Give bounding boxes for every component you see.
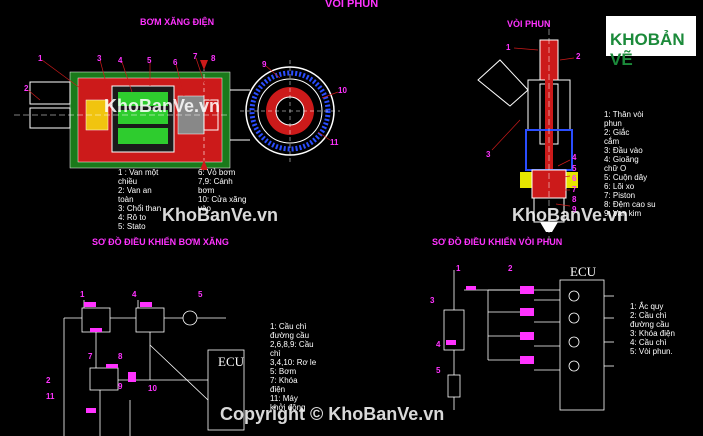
watermark-1: KhoBanVe.vn [104,96,221,116]
pump-legend-left: 1 : Van một chiều 2: Van an toàn 3: Chổi… [118,168,162,231]
watermark-3: KhoBanVe.vn [512,205,629,225]
injector-circuit-wiring [443,270,614,411]
impeller-leader-lines [265,65,339,141]
pump-circuit-legend: 1: Cầu chì đường cầu 2,6,8,9: Cầu chì 3,… [270,322,317,412]
callout-impeller-9: 9 [262,60,267,69]
callout-pump-circuit-9: 9 [118,382,123,391]
khobanve-logo: KHOBẢN VẼ [606,16,696,69]
callout-pump-circuit-8: 8 [118,352,123,361]
callout-pump-6: 6 [173,58,178,67]
callout-injector-circuit-3: 3 [430,296,435,305]
injector-circuit-parts [446,286,534,364]
injector-ecu-label: ECU [570,264,596,279]
pump-assembly-title: BƠM XĂNG ĐIỆN [140,17,215,27]
callout-pump-circuit-10: 10 [148,384,157,393]
callout-injector-6: 6 [572,174,577,183]
pump-circuit-fuses [84,302,152,413]
pump-circuit-wiring [63,300,245,436]
pump-ecu-label: ECU [218,354,244,369]
callout-injector-8: 8 [572,195,577,204]
injector-circuit-title: SƠ ĐỒ ĐIỀU KHIỂN VÒI PHUN [432,237,563,247]
callout-pump-circuit-2: 2 [46,376,51,385]
callout-injector-2: 2 [576,52,581,61]
pump-impeller-section [240,60,340,162]
callout-pump-2: 2 [24,84,29,93]
callout-pump-circuit-4: 4 [132,290,137,299]
callout-pump-circuit-1: 1 [80,290,85,299]
injector-circuit-legend: 1: Ắc quy 2: Cầu chì đường cầu 3: Khóa đ… [630,302,675,356]
injector-title: VÒI PHUN [507,19,551,29]
callout-injector-circuit-2: 2 [508,264,513,273]
callout-injector-1: 1 [506,43,511,52]
callout-pump-5: 5 [147,56,152,65]
callout-pump-4: 4 [118,56,123,65]
callout-injector-circuit-1: 1 [456,264,461,273]
watermark-2: KhoBanVe.vn [162,205,279,225]
callout-pump-circuit-7: 7 [88,352,93,361]
logo-part1: KHO [610,30,648,49]
callout-pump-circuit-5: 5 [198,290,203,299]
injector-legend: 1: Thân vòi phun 2: Giắc cắm 3: Đầu vào … [604,110,656,218]
callout-injector-3: 3 [486,150,491,159]
injector-cutaway [477,20,578,240]
callout-pump-3: 3 [97,54,102,63]
callout-pump-1: 1 [38,54,43,63]
watermark-footer: Copyright © KhoBanVe.vn [220,404,445,424]
callout-injector-5: 5 [572,164,577,173]
injector-leader-lines [491,47,575,207]
callout-impeller-10: 10 [338,86,347,95]
callout-injector-4: 4 [572,153,577,162]
top-title: VOI PHUN [325,0,379,10]
callout-impeller-11: 11 [330,138,339,147]
logo-part2: BẢN VẼ [610,30,685,69]
callout-pump-8: 8 [211,54,216,63]
callout-pump-circuit-11: 11 [46,392,55,401]
fuel-pump-cutaway [14,60,250,170]
pump-leader-lines [27,57,211,101]
callout-pump-7: 7 [193,52,198,61]
logo-text: KHOBẢN VẼ [610,30,696,70]
callout-injector-circuit-5: 5 [436,366,441,375]
callout-injector-circuit-4: 4 [436,340,441,349]
callout-injector-9: 9 [572,205,577,214]
pump-legend-right: 6: Vỏ bơm 7,9: Cánh bơm 10: Cửa xăng vào [198,168,247,213]
pump-circuit-title: SƠ ĐỒ ĐIỀU KHIỂN BƠM XĂNG [92,237,229,247]
callout-injector-7: 7 [572,185,577,194]
